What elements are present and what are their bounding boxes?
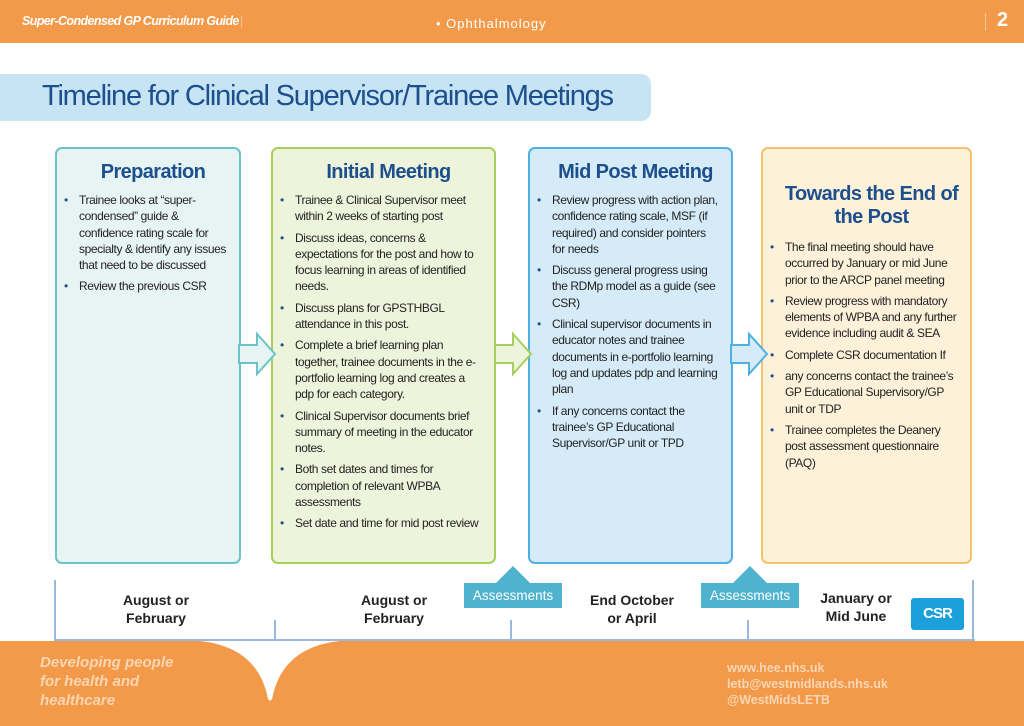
page-separator	[985, 13, 986, 31]
website-link[interactable]: www.hee.nhs.uk	[727, 661, 825, 675]
list-item: Complete CSR documentation If	[770, 347, 960, 364]
csr-badge: CSR	[911, 598, 964, 630]
timeline-tick	[510, 620, 512, 641]
initial-meeting-heading: Initial Meeting	[326, 161, 451, 183]
timeline-tick	[274, 620, 276, 641]
initial-meeting-box: Initial Meeting Trainee & Clinical Super…	[271, 147, 496, 564]
list-item: Trainee looks at “super-condensed” guide…	[64, 192, 229, 273]
list-item: Review progress with action plan, confid…	[537, 192, 721, 257]
page-number: 2	[997, 9, 1009, 31]
list-item: Discuss plans for GPSTHBGL attendance in…	[280, 300, 484, 333]
list-item: Discuss ideas, concerns & expectations f…	[280, 230, 484, 295]
footer-notch-decoration	[200, 641, 340, 701]
end-of-post-heading: Towards the End of the Post	[784, 183, 959, 228]
section-title: • Ophthalmology	[436, 16, 547, 31]
list-item: Review progress with mandatory elements …	[770, 293, 960, 342]
end-of-post-box: Towards the End of the Post The final me…	[761, 147, 972, 564]
list-item: If any concerns contact the trainee’s GP…	[537, 403, 721, 452]
list-item: Set date and time for mid post review	[280, 515, 484, 532]
list-item: Trainee completes the Deanery post asses…	[770, 422, 960, 471]
arrow-right-icon	[494, 331, 533, 377]
list-item: Complete a brief learning plan together,…	[280, 337, 484, 402]
title-band: Timeline for Clinical Supervisor/Trainee…	[0, 74, 651, 121]
preparation-box: Preparation Trainee looks at “super-cond…	[55, 147, 241, 564]
twitter-link[interactable]: @WestMidsLETB	[727, 693, 830, 707]
mid-post-meeting-box: Mid Post Meeting Review progress with ac…	[528, 147, 733, 564]
footer-contact: www.hee.nhs.uk letb@westmidlands.nhs.uk …	[727, 660, 888, 708]
assessments-marker: Assessments	[464, 566, 562, 608]
preparation-heading: Preparation	[100, 161, 206, 183]
list-item: Clinical Supervisor documents brief summ…	[280, 408, 484, 457]
timeline-tick	[54, 580, 56, 641]
timeline-axis	[55, 639, 975, 641]
arrow-right-icon	[238, 331, 277, 377]
guide-separator: |	[240, 14, 244, 28]
header-bar: Super-Condensed GP Curriculum Guide | • …	[0, 0, 1024, 43]
page-title: Timeline for Clinical Supervisor/Trainee…	[42, 80, 614, 112]
list-item: Discuss general progress using the RDMp …	[537, 262, 721, 311]
list-item: any concerns contact the trainee’s GP Ed…	[770, 368, 960, 417]
end-of-post-list: The final meeting should have occurred b…	[770, 239, 960, 471]
mid-post-meeting-heading: Mid Post Meeting	[558, 161, 713, 183]
list-item: Both set dates and times for completion …	[280, 461, 484, 510]
arrow-right-icon	[730, 331, 769, 377]
list-item: Clinical supervisor documents in educato…	[537, 316, 721, 397]
footer-bar: Developing people for health and healthc…	[0, 641, 1024, 726]
mid-post-meeting-list: Review progress with action plan, confid…	[537, 192, 721, 452]
initial-meeting-list: Trainee & Clinical Supervisor meet withi…	[280, 192, 484, 532]
list-item: Review the previous CSR	[64, 278, 229, 295]
list-item: Trainee & Clinical Supervisor meet withi…	[280, 192, 484, 225]
list-item: The final meeting should have occurred b…	[770, 239, 960, 288]
email-link[interactable]: letb@westmidlands.nhs.uk	[727, 677, 888, 691]
guide-title: Super-Condensed GP Curriculum Guide	[22, 14, 239, 28]
assessments-marker: Assessments	[701, 566, 799, 608]
preparation-list: Trainee looks at “super-condensed” guide…	[64, 192, 229, 295]
timeline-tick	[972, 580, 974, 641]
timeline-tick	[747, 620, 749, 641]
footer-slogan: Developing people for health and healthc…	[40, 654, 174, 709]
